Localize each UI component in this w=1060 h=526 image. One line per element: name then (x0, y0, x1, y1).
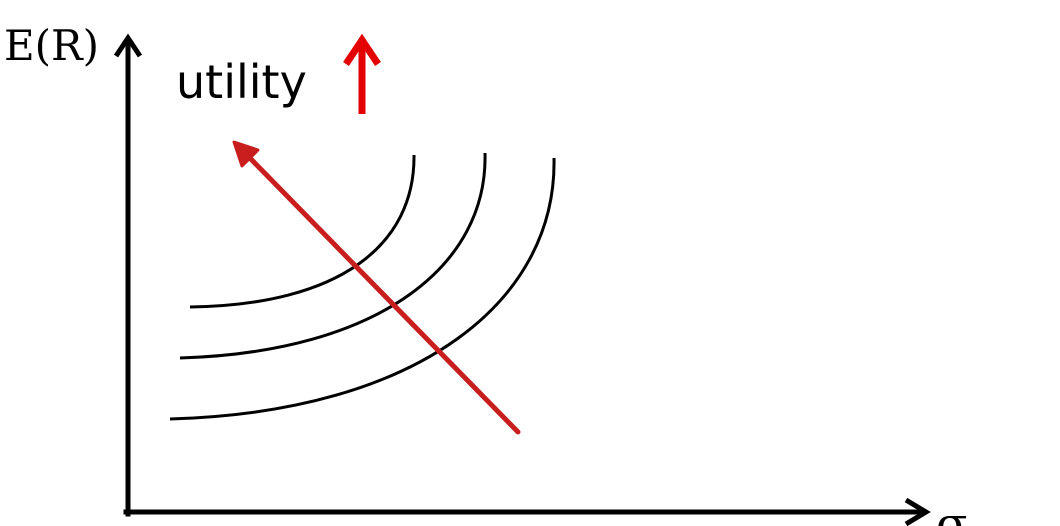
x-axis-label: σ (936, 497, 967, 526)
indifference-curve-3 (169, 157, 556, 421)
indifference-curves (169, 152, 556, 421)
y-axis-label: E(R) (4, 21, 99, 70)
y-axis-arrowhead (113, 33, 143, 58)
x-axis-arrowhead (904, 497, 931, 526)
indifference-curve-1 (189, 154, 416, 309)
utility-label: utility (176, 55, 307, 109)
diagonal-arrow-icon (232, 140, 521, 435)
x-axis (123, 497, 931, 526)
arrow-up-icon (343, 33, 381, 114)
indifference-curve-2 (179, 152, 487, 360)
y-axis (113, 33, 143, 517)
